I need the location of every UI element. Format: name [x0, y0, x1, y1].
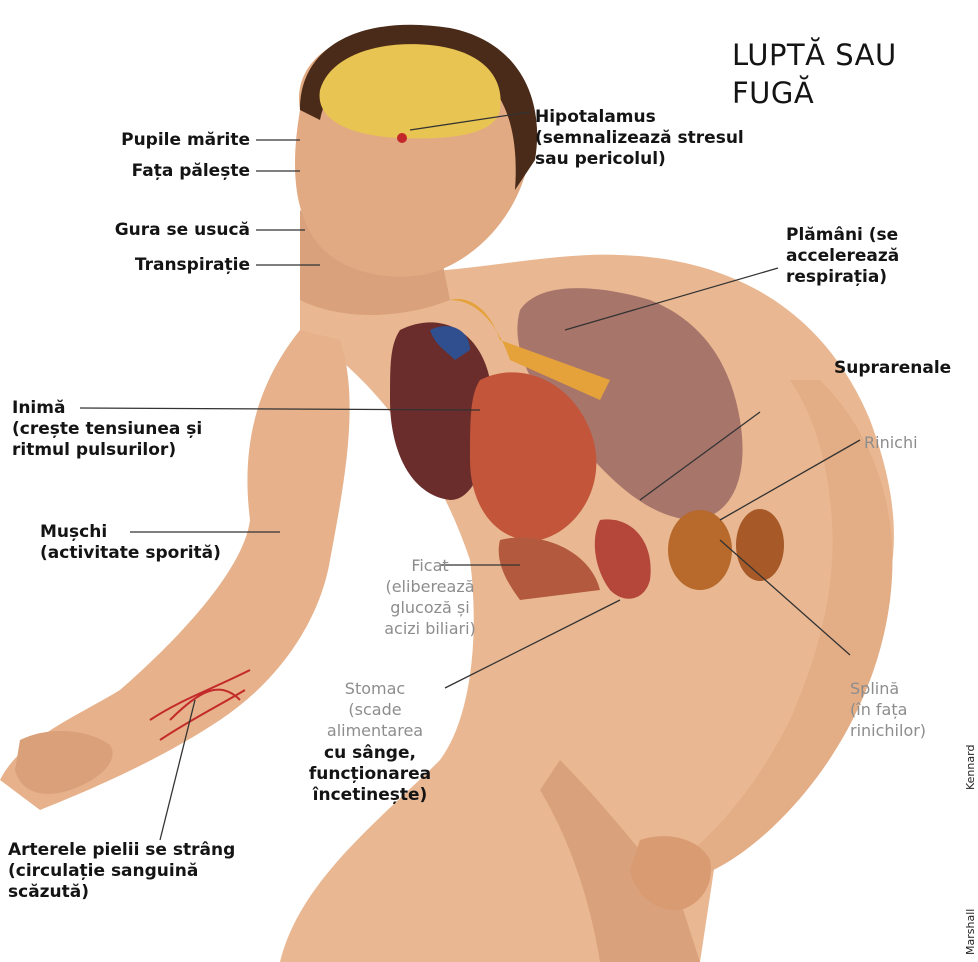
label-arterele: Arterele pielii se strâng (circulație sa…: [8, 840, 235, 903]
label-transpiratie: Transpirație: [80, 255, 250, 276]
credit-marshall: Marshall: [964, 909, 977, 955]
label-hipotalamus: Hipotalamus (semnalizează stresul sau pe…: [535, 107, 744, 170]
label-pupile: Pupile mărite: [80, 130, 250, 151]
label-ficat: Ficat (eliberează glucoză și acizi bilia…: [355, 555, 505, 639]
spleen: [736, 509, 784, 581]
label-gura: Gura se usucă: [80, 220, 250, 241]
label-suprarenale: Suprarenale: [834, 358, 951, 379]
label-plamani: Plămâni (se accelerează respirația): [786, 225, 899, 288]
credit-kennard: Kennard: [964, 745, 977, 790]
kidney: [668, 510, 732, 590]
label-rinichi: Rinichi: [864, 432, 918, 453]
label-fata: Fața pălește: [80, 161, 250, 182]
label-stomac: Stomac (scade alimentarea: [300, 678, 450, 741]
hypothalamus-dot: [397, 133, 407, 143]
label-splina: Splină (în fața rinichilor): [850, 678, 926, 741]
label-muschi: Mușchi (activitate sporită): [40, 522, 221, 564]
label-inima: Inimă (crește tensiunea și ritmul pulsur…: [12, 398, 202, 461]
label-stomac-continued: cu sânge, funcționarea încetinește): [290, 743, 450, 806]
diagram-title: LUPTĂ SAU FUGĂ: [732, 36, 897, 112]
